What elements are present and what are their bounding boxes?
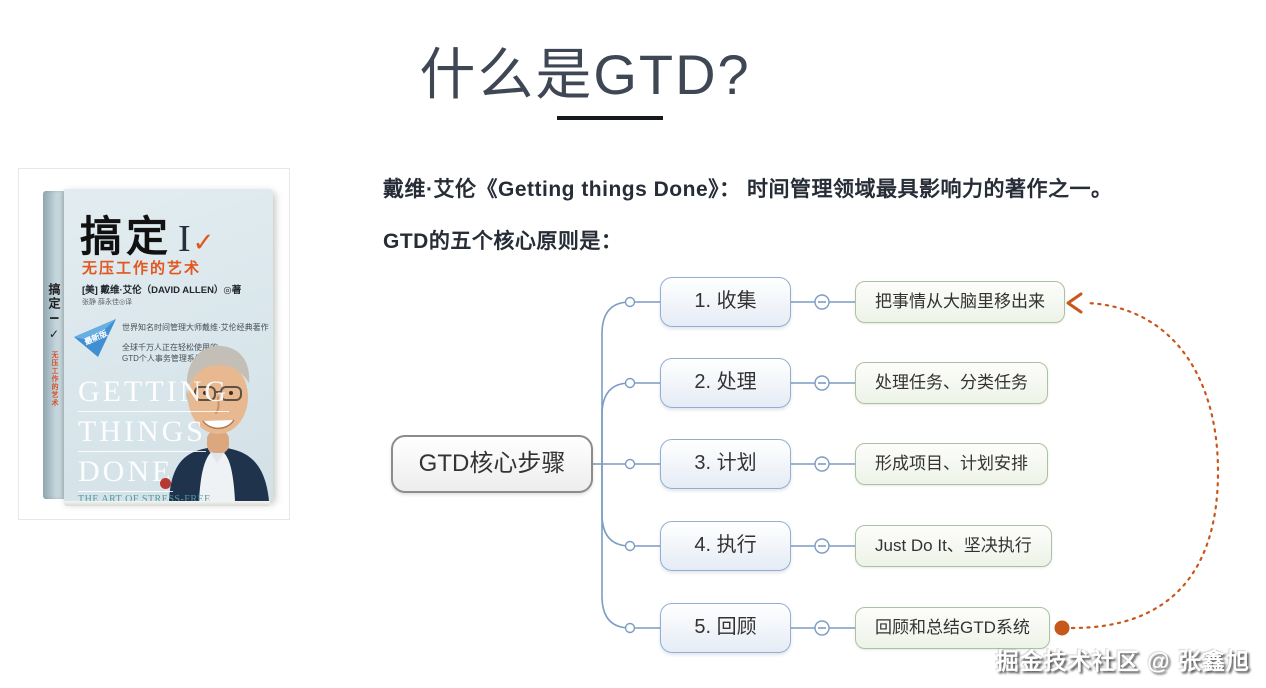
intro-line-1: 戴维·艾伦《Getting things Done》： 时间管理领域最具影响力的… xyxy=(383,178,1113,201)
collapse-minus-icon xyxy=(814,294,830,636)
mindmap-connectors xyxy=(593,292,1220,636)
step-node-2: 2. 处理 xyxy=(660,358,791,408)
book-volume: I xyxy=(178,218,191,260)
book-title: 搞定 xyxy=(80,213,173,260)
english-title-word: THINGS xyxy=(78,415,206,452)
title-underline xyxy=(557,116,663,120)
step-node-1: 1. 收集 xyxy=(660,277,791,327)
desc-node-5: 回顾和总结GTD系统 xyxy=(855,607,1050,649)
book-blurb-2: 全球千万人正在轻松使用的 GTD个人事务管理系统 xyxy=(122,342,218,364)
english-title: GETTING THINGS DONE xyxy=(78,375,229,495)
step-node-3: 3. 计划 xyxy=(660,439,791,489)
page-title: 什么是GTD? xyxy=(419,43,751,106)
desc-node-2: 处理任务、分类任务 xyxy=(855,362,1048,404)
spine-title: 搞定 I ✓ xyxy=(47,283,61,344)
book-blurb-2-line2: GTD个人事务管理系统 xyxy=(122,354,203,363)
english-title-word: DONE xyxy=(78,455,174,492)
paper-plane-icon: 最新版 xyxy=(72,317,118,359)
loop-dotted-line xyxy=(1070,301,1220,630)
book-blurb-1: 世界知名时间管理大师戴维·艾伦经典著作 xyxy=(122,323,269,332)
step-node-5: 5. 回顾 xyxy=(660,603,791,653)
check-icon: ✓ xyxy=(192,227,215,257)
book-subtitle: 无压工作的艺术 xyxy=(82,260,202,277)
publisher-logo-icon xyxy=(160,478,171,489)
branch-dot-icon xyxy=(624,296,636,634)
step-node-4: 4. 执行 xyxy=(660,521,791,571)
book-page-edge xyxy=(64,501,270,506)
loop-start-dot-icon xyxy=(1054,620,1070,636)
book-translator-line: 张静 薛永佳◎译 xyxy=(82,299,133,306)
book-author-line: [美] 戴维·艾伦（DAVID ALLEN）◎著 xyxy=(82,285,242,296)
mindmap: GTD核心步骤 1. 收集 2. 处理 3. 计划 4. 执行 5. 回顾 把事… xyxy=(380,260,1266,688)
english-title-word: GETTING xyxy=(78,375,229,412)
desc-node-3: 形成项目、计划安排 xyxy=(855,443,1048,485)
desc-node-4: Just Do It、坚决执行 xyxy=(855,525,1052,567)
intro-line-2: GTD的五个核心原则是： xyxy=(383,230,623,253)
review-loop-arrow xyxy=(1054,292,1220,636)
desc-node-1: 把事情从大脑里移出来 xyxy=(855,281,1065,323)
watermark: 掘金技术社区 @ 张鑫旭 xyxy=(995,648,1250,674)
english-subtitle: THE ART OF STRESS-FREE PRODUCTIVITY xyxy=(78,494,211,501)
book-blurb-2-line1: 全球千万人正在轻松使用的 xyxy=(122,343,218,352)
book-spine: 搞定 I ✓ 无压工作的艺术 xyxy=(43,191,64,499)
author-portrait-image xyxy=(161,331,273,501)
spine-subtitle: 无压工作的艺术 xyxy=(51,351,58,407)
loop-arrowhead-icon xyxy=(1066,292,1083,314)
mindmap-root-node: GTD核心步骤 xyxy=(391,435,593,493)
